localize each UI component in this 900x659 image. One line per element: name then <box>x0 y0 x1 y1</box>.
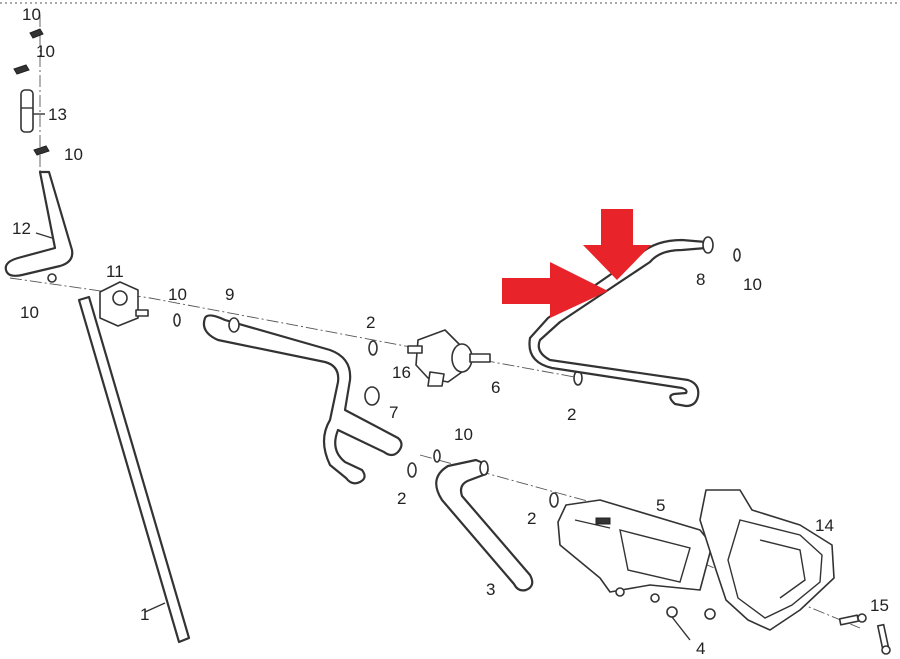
clip-10-third <box>33 145 50 156</box>
label-10a: 10 <box>22 5 41 24</box>
part-6-solenoid-valve <box>407 329 491 387</box>
label-16: 16 <box>392 363 411 382</box>
part-13-connector <box>20 89 45 133</box>
clip-10-near-8 <box>733 248 741 262</box>
clip-10-top <box>29 28 44 39</box>
part-5-canister <box>557 499 713 603</box>
label-10f: 10 <box>454 425 473 444</box>
part-1-long-hose <box>77 295 191 644</box>
label-11: 11 <box>106 262 124 281</box>
label-12: 12 <box>12 219 31 238</box>
label-9: 9 <box>225 285 234 304</box>
part-14-cover <box>699 489 835 631</box>
label-1: 1 <box>140 605 149 624</box>
clamp-2-upper <box>368 340 378 356</box>
label-2c: 2 <box>527 509 536 528</box>
part-4-screws <box>666 606 716 641</box>
part-labels: 10 10 13 10 12 10 11 10 9 1 2 16 6 7 10 … <box>12 5 889 658</box>
part-11-valve <box>99 281 149 327</box>
label-5: 5 <box>656 496 665 515</box>
clip-10-left-lower <box>47 273 57 283</box>
clip-10-second <box>13 64 30 75</box>
clamp-2-lower <box>549 492 559 508</box>
label-10d: 10 <box>20 303 39 322</box>
label-10b: 10 <box>36 42 55 61</box>
clip-10-near-7 <box>433 449 441 463</box>
label-2a: 2 <box>366 313 375 332</box>
highlight-arrow-down <box>583 209 651 280</box>
label-8: 8 <box>696 270 705 289</box>
label-4: 4 <box>696 639 705 658</box>
part-15-bolts <box>838 613 891 655</box>
label-2d: 2 <box>567 405 576 424</box>
label-15: 15 <box>870 596 889 615</box>
part-3-hose <box>435 458 534 592</box>
clip-10-near-11 <box>173 313 181 327</box>
part-9-hose <box>202 314 403 485</box>
label-2b: 2 <box>397 489 406 508</box>
label-10g: 10 <box>743 275 762 294</box>
clamp-2-middle <box>407 462 417 478</box>
label-10e: 10 <box>168 285 187 304</box>
label-6: 6 <box>491 378 500 397</box>
label-13: 13 <box>48 105 67 124</box>
label-3: 3 <box>486 580 495 599</box>
part-12-bent-hose <box>4 170 74 277</box>
label-10c: 10 <box>64 145 83 164</box>
part-8-bent-hose <box>528 236 714 408</box>
label-14: 14 <box>815 516 834 535</box>
part-16-ring <box>364 386 380 406</box>
highlight-arrow-right <box>502 262 608 318</box>
label-7: 7 <box>389 403 398 422</box>
